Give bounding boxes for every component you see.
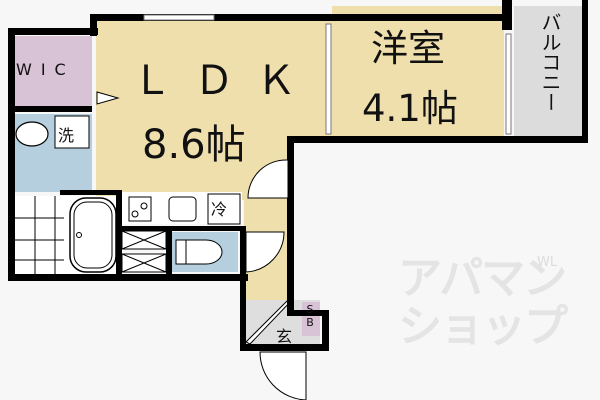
ldk-floor (96, 20, 332, 138)
watermark-line2: ショップ (398, 301, 568, 352)
door-entrance (259, 351, 307, 400)
watermark-suffix: WL (537, 255, 558, 270)
bath-tile-grid (15, 196, 64, 274)
balcony-label: バルコニー (538, 12, 562, 112)
watermark-line1: アパマン (398, 253, 567, 304)
fridge-label: 冷 (211, 200, 228, 219)
ldk-label: ＬＤＫ (132, 58, 318, 104)
shoe-box-label: SB (306, 303, 314, 329)
washer-box (54, 115, 90, 149)
door-arrow-wic (96, 91, 120, 105)
watermark-logo: アパマン ショップ (398, 253, 568, 352)
entrance-label: 玄 (276, 327, 293, 346)
western-room-size: 4.1帖 (362, 87, 458, 130)
wic-floor (15, 36, 92, 108)
window-western (325, 23, 332, 135)
toilet-icon (185, 239, 223, 265)
ldk-size: 8.6帖 (142, 122, 246, 168)
western-room-floor (332, 6, 504, 136)
walls (8, 0, 588, 351)
door-toilet (245, 231, 285, 273)
wic-label: WIC (16, 60, 75, 79)
western-room-label: 洋室 (371, 27, 445, 70)
balcony-floor (514, 6, 586, 136)
window-ldk (143, 14, 215, 21)
door-ldk (247, 159, 289, 199)
sink-icon (15, 121, 49, 147)
kitchen-sink-icon (168, 196, 197, 222)
window-balcony (505, 33, 512, 135)
stove-icon (128, 196, 152, 222)
washer-label: 洗 (58, 126, 75, 145)
storage-boxes (121, 230, 167, 273)
fridge-box (207, 193, 241, 225)
